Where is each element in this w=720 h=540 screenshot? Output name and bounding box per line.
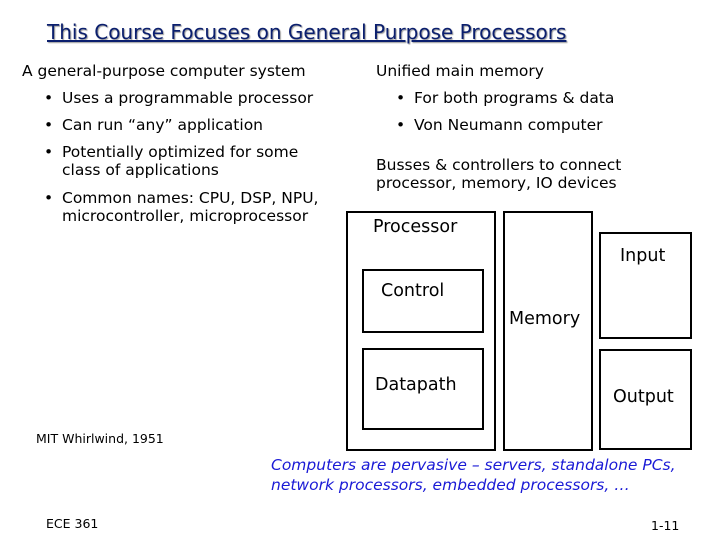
control-box: Control	[362, 269, 484, 333]
input-box: Input	[599, 232, 692, 339]
right-heading: Unified main memory	[376, 62, 544, 80]
left-bullet-4: Common names: CPU, DSP, NPU, microcontro…	[44, 189, 319, 225]
footer-course: ECE 361	[46, 516, 99, 531]
input-label: Input	[620, 246, 666, 266]
left-bullet-3: Potentially optimized for some class of …	[44, 143, 298, 179]
memory-box: Memory	[503, 211, 593, 451]
image-caption: MIT Whirlwind, 1951	[36, 431, 164, 446]
output-label: Output	[613, 387, 674, 407]
output-box: Output	[599, 349, 692, 450]
slide-title: This Course Focuses on General Purpose P…	[47, 20, 567, 44]
datapath-box: Datapath	[362, 348, 484, 430]
memory-label: Memory	[509, 309, 581, 329]
right-bullet-2: Von Neumann computer	[396, 116, 602, 134]
right-bullet-1: For both programs & data	[396, 89, 614, 107]
processor-label: Processor	[373, 217, 458, 237]
datapath-label: Datapath	[375, 375, 457, 395]
control-label: Control	[381, 281, 445, 301]
pervasive-note: Computers are pervasive – servers, stand…	[271, 456, 676, 494]
left-heading: A general-purpose computer system	[22, 62, 306, 80]
bus-text: Busses & controllers to connect processo…	[376, 156, 622, 192]
left-bullet-1: Uses a programmable processor	[44, 89, 313, 107]
page-number: 1-11	[651, 518, 680, 533]
left-bullet-2: Can run “any” application	[44, 116, 263, 134]
